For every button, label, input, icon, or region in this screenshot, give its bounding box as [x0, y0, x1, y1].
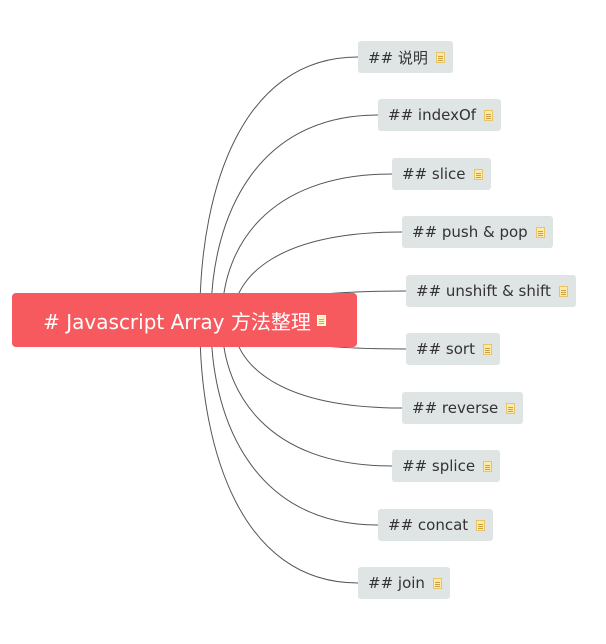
subtopic-join[interactable]: ## join: [358, 567, 450, 599]
root-topic-label: # Javascript Array 方法整理: [43, 309, 311, 334]
subtopic-slice[interactable]: ## slice: [392, 158, 491, 190]
subtopic-shuoming[interactable]: ## 说明: [358, 41, 453, 73]
note-icon[interactable]: [506, 402, 516, 414]
subtopic-label: ## reverse: [412, 399, 499, 417]
subtopic-label: ## slice: [402, 165, 466, 183]
subtopic-label: ## push & pop: [412, 223, 528, 241]
subtopic-label: ## sort: [416, 340, 475, 358]
subtopic-label: ## concat: [388, 516, 469, 534]
subtopic-splice[interactable]: ## splice: [392, 450, 501, 482]
note-icon[interactable]: [484, 109, 494, 121]
connector-line: [210, 331, 379, 526]
subtopic-indexof[interactable]: ## indexOf: [378, 99, 502, 131]
subtopic-push-pop[interactable]: ## push & pop: [402, 216, 553, 248]
note-icon[interactable]: [482, 343, 492, 355]
connector-line: [199, 334, 359, 584]
subtopic-unshift-shift[interactable]: ## unshift & shift: [406, 275, 576, 307]
subtopic-reverse[interactable]: ## reverse: [402, 392, 524, 424]
connector-line: [221, 328, 393, 467]
note-icon[interactable]: [473, 168, 483, 180]
subtopic-label: ## 说明: [368, 48, 428, 67]
subtopic-label: ## join: [368, 574, 425, 592]
note-icon[interactable]: [316, 314, 326, 326]
subtopic-sort[interactable]: ## sort: [406, 333, 500, 365]
subtopic-label: ## indexOf: [388, 106, 477, 124]
note-icon[interactable]: [435, 51, 445, 63]
note-icon[interactable]: [535, 226, 545, 238]
connector-line: [199, 56, 359, 306]
note-icon[interactable]: [476, 519, 486, 531]
connector-line: [221, 173, 393, 312]
subtopic-label: ## unshift & shift: [416, 282, 551, 300]
connector-line: [210, 114, 379, 309]
note-icon[interactable]: [432, 577, 442, 589]
note-icon[interactable]: [558, 285, 568, 297]
subtopic-concat[interactable]: ## concat: [378, 509, 494, 541]
root-topic[interactable]: # Javascript Array 方法整理: [12, 293, 357, 347]
subtopic-label: ## splice: [402, 457, 476, 475]
note-icon[interactable]: [483, 460, 493, 472]
